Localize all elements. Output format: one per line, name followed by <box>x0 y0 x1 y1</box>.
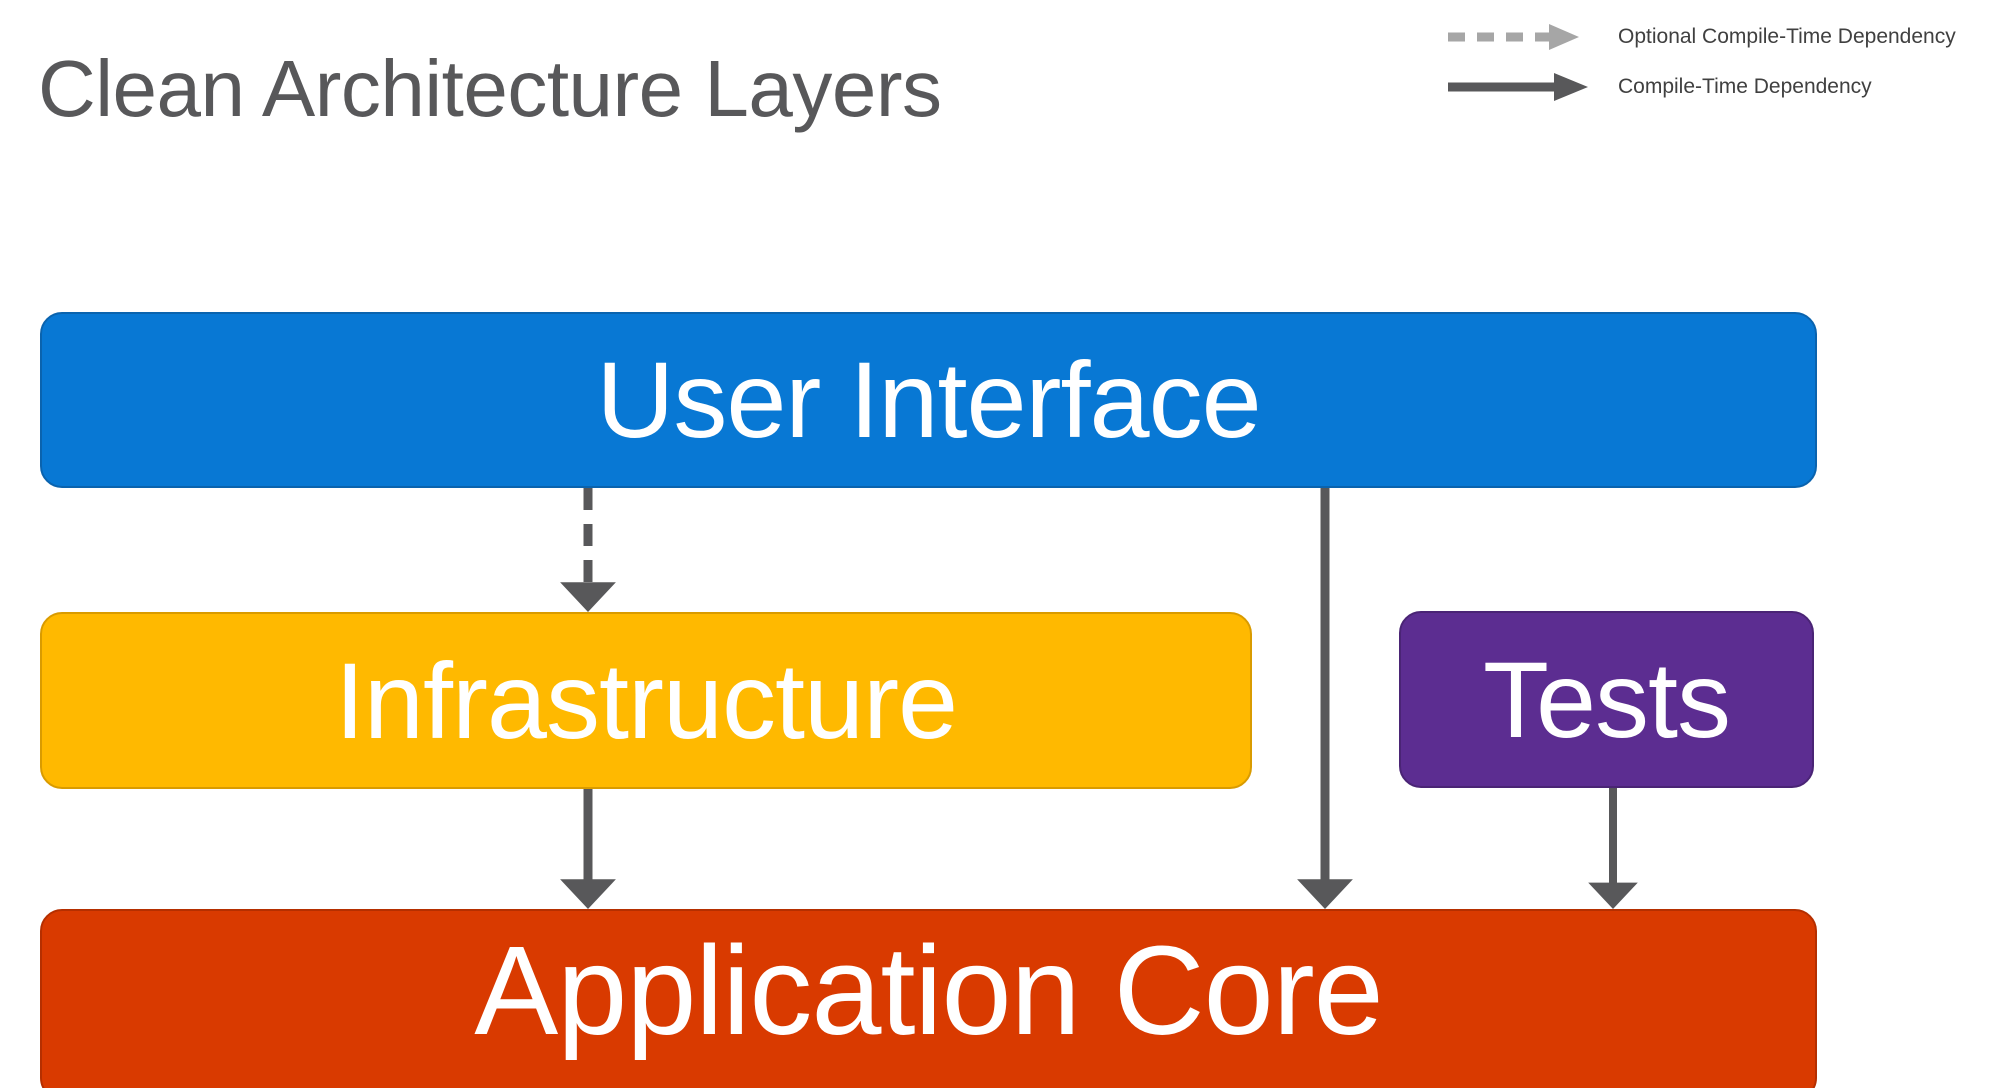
layer-box-application-core[interactable]: Application Core <box>40 909 1817 1088</box>
page-title: Clean Architecture Layers <box>38 44 942 133</box>
layer-box-tests[interactable]: Tests <box>1399 611 1814 788</box>
connection-arrowhead-ui-to-infrastructure <box>560 582 616 612</box>
legend: Optional Compile-Time Dependency Compile… <box>1446 12 2000 112</box>
connection-arrowhead-tests-to-application-core <box>1588 882 1638 909</box>
connection-arrowhead-ui-to-application-core <box>1297 879 1353 909</box>
dashed-arrow-right-icon <box>1446 12 1596 62</box>
legend-item-compile-time-dependency: Compile-Time Dependency <box>1446 62 2000 112</box>
legend-item-optional-compile-time-dependency: Optional Compile-Time Dependency <box>1446 12 2000 62</box>
layer-box-user-interface[interactable]: User Interface <box>40 312 1817 488</box>
layer-label-tests: Tests <box>1482 638 1731 760</box>
layer-box-infrastructure[interactable]: Infrastructure <box>40 612 1252 789</box>
layer-label-infrastructure: Infrastructure <box>334 639 958 761</box>
legend-label-compile-time-dependency: Compile-Time Dependency <box>1618 75 1872 98</box>
legend-label-optional-compile-time-dependency: Optional Compile-Time Dependency <box>1618 25 1956 48</box>
layer-label-application-core: Application Core <box>474 920 1384 1061</box>
solid-arrow-right-icon <box>1446 62 1596 112</box>
connection-arrowhead-infrastructure-to-application-core <box>560 879 616 909</box>
layer-label-user-interface: User Interface <box>596 339 1261 461</box>
